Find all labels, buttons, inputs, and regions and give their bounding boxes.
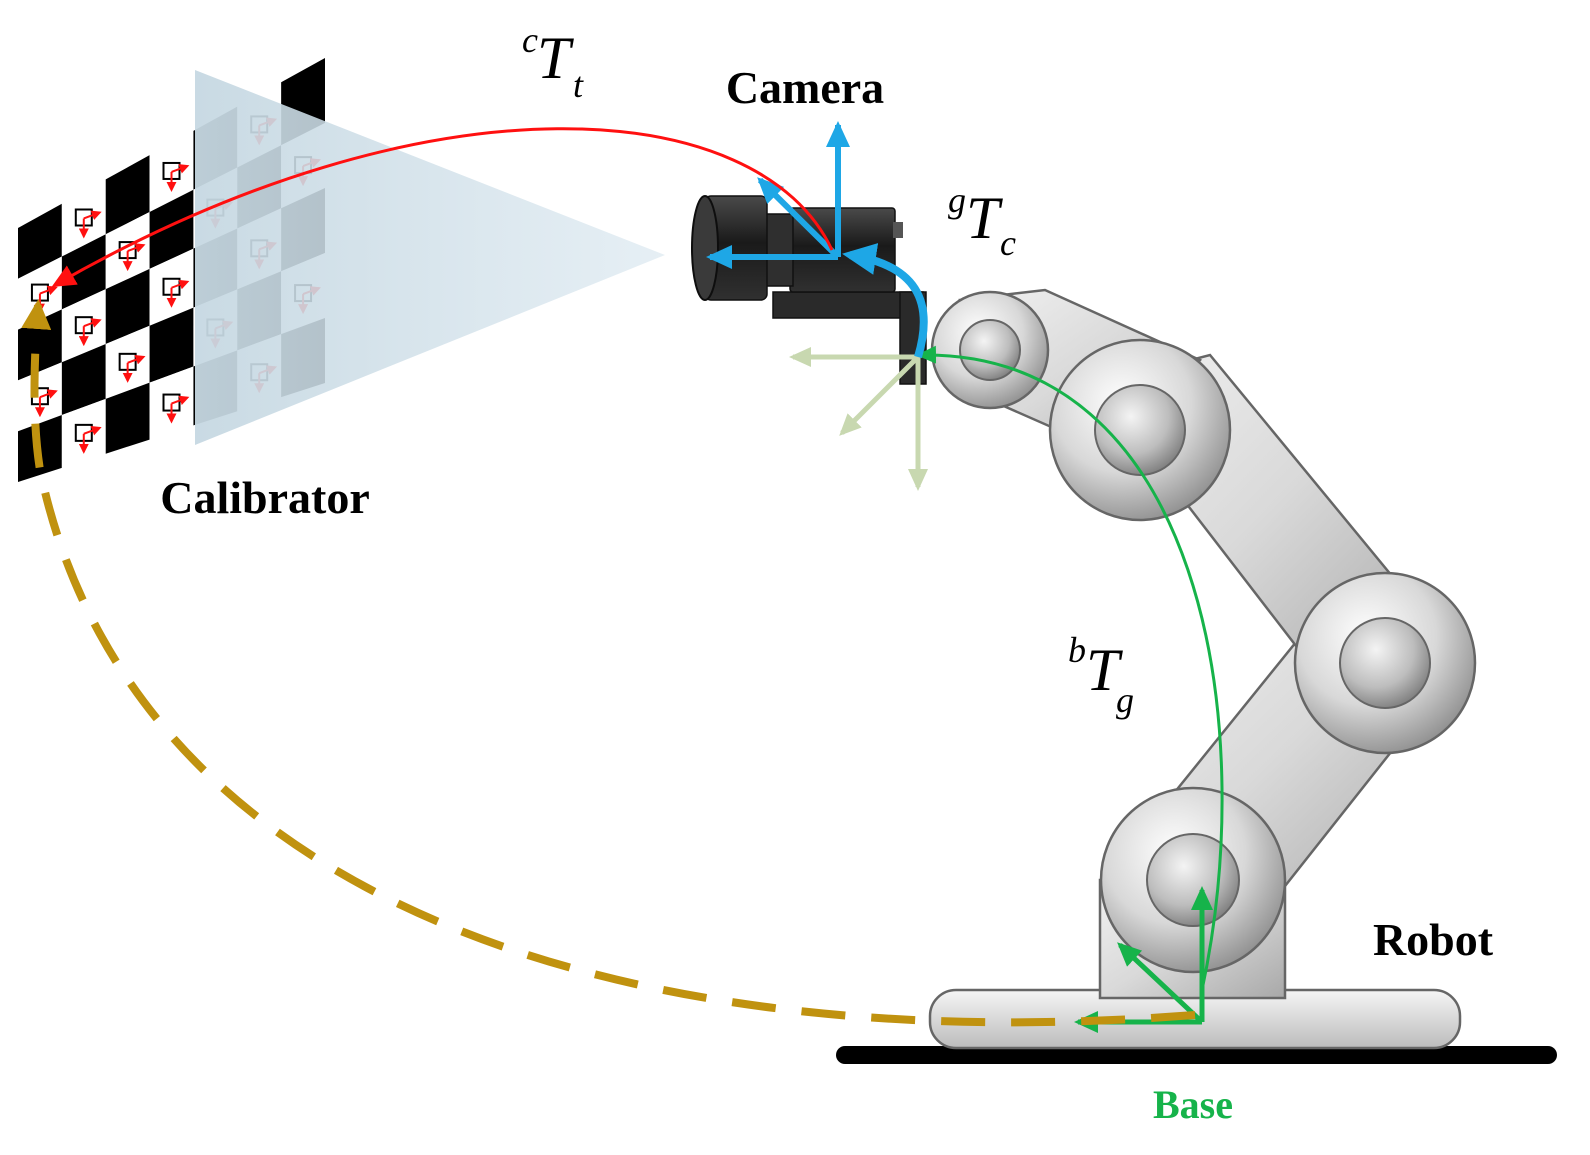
gripper-camera-main: T bbox=[966, 185, 1003, 251]
base-gripper-main: T bbox=[1086, 637, 1123, 703]
calibrator-label: Calibrator bbox=[160, 472, 370, 523]
base-gripper-sup: b bbox=[1068, 630, 1086, 670]
robot-joint-elbow-hub bbox=[1339, 617, 1431, 709]
gripper-frame-axis-y bbox=[839, 355, 920, 436]
checker-marker-axis bbox=[171, 279, 190, 290]
checker-square bbox=[105, 382, 150, 454]
gripper-camera-sub: c bbox=[1000, 223, 1016, 263]
camera-lens-ring bbox=[764, 213, 794, 287]
gripper-to-camera-arrow bbox=[842, 243, 928, 359]
camera-frame bbox=[706, 121, 850, 269]
camera-body bbox=[789, 207, 896, 293]
camera-frame-axis-y bbox=[757, 177, 841, 260]
camera-lens-glass bbox=[691, 195, 719, 301]
camera-to-target-arrow bbox=[51, 127, 834, 287]
camera-bracket-horizontal bbox=[772, 291, 924, 319]
robot-label: Robot bbox=[1373, 914, 1494, 965]
checker-square bbox=[18, 203, 62, 279]
robot-joint-base-hub bbox=[1146, 833, 1240, 927]
checker-marker-axis bbox=[39, 285, 58, 296]
checker-marker-axis bbox=[83, 210, 102, 220]
checker-square bbox=[61, 234, 106, 310]
checker-marker-axis bbox=[127, 354, 146, 365]
camera-view-frustum bbox=[195, 70, 665, 445]
checker-square bbox=[61, 344, 106, 416]
checker-square bbox=[105, 155, 150, 235]
checker-marker-axis bbox=[171, 395, 190, 406]
checker-marker-axis bbox=[127, 243, 146, 253]
gripper-camera-transform-label: g T c bbox=[948, 180, 1016, 263]
base-frame-axis-y bbox=[1117, 942, 1204, 1024]
base-gripper-transform-label: b T g bbox=[1068, 630, 1134, 720]
checker-marker-axis bbox=[83, 425, 102, 436]
robot-joint-shoulder-hub bbox=[1094, 384, 1186, 476]
base-to-gripper-arrow bbox=[916, 345, 1224, 991]
camera-target-sub: t bbox=[573, 65, 584, 105]
camera-target-transform-label: c T t bbox=[522, 20, 584, 105]
robot-joint-wrist-hub bbox=[959, 319, 1021, 381]
gripper-frame bbox=[789, 347, 928, 491]
checker-square bbox=[105, 268, 150, 344]
checker-marker-axis bbox=[171, 164, 190, 174]
base-label: Base bbox=[1153, 1082, 1233, 1127]
camera-target-sup: c bbox=[522, 20, 538, 60]
camera-label: Camera bbox=[726, 62, 884, 113]
checker-marker-axis bbox=[83, 318, 102, 328]
base-to-target-dashed-arrow bbox=[21, 299, 1196, 1027]
checker-square bbox=[149, 307, 194, 383]
camera-knob bbox=[893, 222, 903, 238]
camera-target-main: T bbox=[537, 25, 574, 91]
checker-square bbox=[149, 189, 194, 269]
gripper-camera-sup: g bbox=[948, 180, 966, 220]
checker-marker-axis bbox=[39, 389, 58, 399]
base-gripper-sub: g bbox=[1116, 680, 1134, 720]
